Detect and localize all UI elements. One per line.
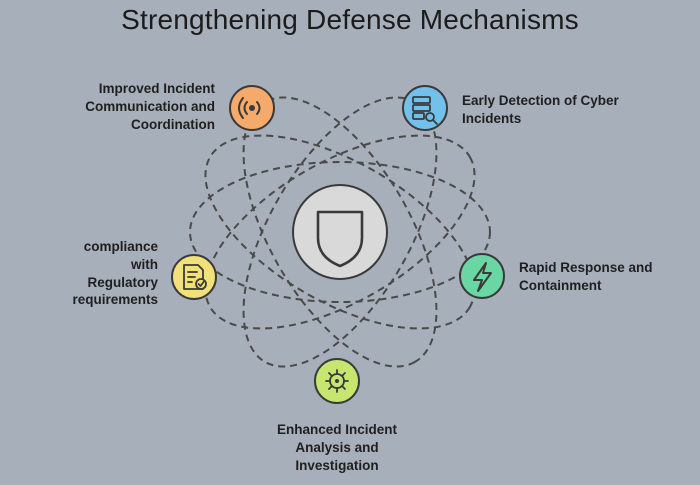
orbit-ellipse-4 xyxy=(204,134,476,330)
node-compliance xyxy=(171,254,217,300)
label-communication: Improved Incident Communication and Coor… xyxy=(85,81,215,132)
node-detection xyxy=(402,85,448,131)
virus-icon xyxy=(325,369,349,393)
document-check-icon xyxy=(183,264,207,290)
shield-icon xyxy=(316,210,364,268)
orbit-ellipse-1 xyxy=(189,161,491,303)
label-response: Rapid Response and Containment xyxy=(519,260,653,293)
node-communication xyxy=(229,85,275,131)
page-title: Strengthening Defense Mechanisms xyxy=(121,4,579,35)
label-analysis: Enhanced Incident Analysis and Investiga… xyxy=(276,422,398,473)
server-search-icon xyxy=(412,96,438,125)
label-compliance: compliance with Regulatory requirements xyxy=(72,239,158,308)
center-node xyxy=(292,184,388,280)
label-detection: Early Detection of Cyber Incidents xyxy=(462,93,619,126)
sound-waves-icon xyxy=(238,97,261,119)
node-analysis xyxy=(314,358,360,404)
orbit-ellipse-5 xyxy=(204,134,476,330)
lightning-bolt-icon xyxy=(473,262,492,292)
node-response xyxy=(459,253,505,299)
orbit-ellipse-2 xyxy=(242,96,438,368)
